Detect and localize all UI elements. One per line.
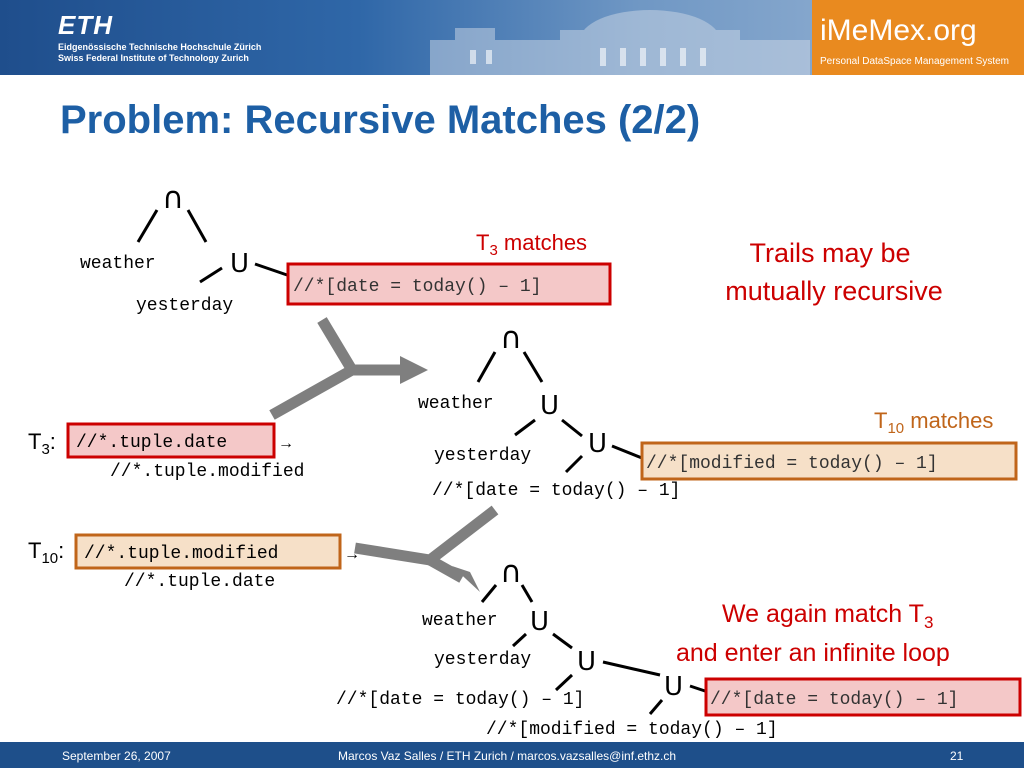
tree2-edge-left: [476, 351, 497, 383]
tree1-intersect-node: ∩: [162, 181, 184, 216]
note-mutually-recursive-line2: mutually recursive: [725, 276, 943, 306]
trail-t10: T10: //*.tuple.modified → //*.tuple.date: [28, 533, 360, 592]
tree3-intersect-node: ∩: [500, 555, 522, 590]
tree2-edge-right: [522, 351, 544, 383]
arrow-head-upper: [400, 356, 428, 384]
footer-bar: September 26, 2007 Marcos Vaz Salles / E…: [0, 742, 1024, 768]
tree3-match-expr: //*[date = today() – 1]: [710, 690, 958, 710]
footer-author: Marcos Vaz Salles / ETH Zurich / marcos.…: [338, 749, 677, 763]
trail-t3-box: [66, 422, 276, 459]
tree2-edge-b-left: [564, 454, 584, 474]
note-infinite-loop-line2: and enter an infinite loop: [676, 639, 950, 667]
trail-t3: T3: //*.tuple.date → //*.tuple.modified: [28, 422, 304, 482]
tree-2: ∩ weather U U yesterday //*[date = today…: [418, 321, 1018, 501]
brand-tagline: Personal DataSpace Management System: [820, 56, 1009, 67]
tree2-match-label: T10 matches: [874, 408, 993, 437]
tree2-union-node-a: U: [540, 391, 559, 421]
trail-t3-arrow: →: [278, 435, 294, 452]
arrow-head-lower: [452, 566, 480, 592]
brand-box: [812, 0, 1024, 75]
tree3-lower-expr: //*[date = today() – 1]: [336, 690, 584, 710]
trail-t3-left: //*.tuple.date: [76, 433, 227, 453]
tree1-edge-right: [186, 209, 208, 243]
tree2-match-box: [640, 441, 1018, 481]
trail-t3-name: T3:: [28, 429, 56, 458]
tree2-edge-b-right: [611, 444, 643, 460]
tree3-edge-left: [480, 584, 498, 603]
tree1-edge-union-right: [254, 262, 291, 278]
trail-t10-arrow: →: [344, 546, 360, 563]
tree2-union-node-b: U: [588, 429, 607, 459]
tree2-yesterday-label: yesterday: [434, 446, 531, 466]
brand-title: iMeMex.org: [820, 14, 977, 47]
tree3-union-node-c: U: [664, 672, 683, 702]
arrow-connector-lower: [354, 505, 499, 566]
tree3-edge-b-right: [602, 660, 661, 677]
tree2-intersect-node: ∩: [500, 321, 522, 356]
slide-title: Problem: Recursive Matches (2/2): [60, 98, 701, 142]
tree3-yesterday-label: yesterday: [434, 650, 531, 670]
note-infinite-loop-line1: We again match T3: [722, 600, 933, 632]
trail-t10-left: //*.tuple.modified: [84, 544, 278, 564]
tree2-match-expr: //*[modified = today() – 1]: [646, 454, 938, 474]
arrow-shaft-lower: [427, 555, 465, 583]
tree2-lower-expr: //*[date = today() – 1]: [432, 481, 680, 501]
tree3-edge-a-right: [552, 632, 573, 650]
arrow-connector-upper: [269, 317, 360, 420]
eth-name-german: Eidgenössische Technische Hochschule Zür…: [58, 42, 262, 52]
tree3-edge-c-left: [648, 699, 664, 715]
tree1-match-expr: //*[date = today() – 1]: [293, 277, 541, 297]
tree1-match-box: [286, 262, 612, 306]
footer-page-number: 21: [950, 749, 964, 763]
tree3-union-node-a: U: [530, 607, 549, 637]
tree3-lowest-expr: //*[modified = today() – 1]: [486, 720, 778, 740]
trail-t3-right: //*.tuple.modified: [110, 462, 304, 482]
tree3-union-node-b: U: [577, 647, 596, 677]
tree3-weather-label: weather: [422, 611, 498, 631]
trail-t10-right: //*.tuple.date: [124, 572, 275, 592]
footer-date: September 26, 2007: [62, 749, 171, 763]
tree3-edge-right: [520, 584, 534, 603]
recursion-diagram: ∩ weather U yesterday //*[date = today()…: [28, 181, 1022, 740]
note-mutually-recursive-line1: Trails may be: [749, 238, 910, 268]
trail-t10-name: T10:: [28, 538, 64, 567]
eth-logo: ETH: [58, 10, 113, 40]
tree1-match-label: T3 matches: [476, 230, 587, 259]
tree1-union-node: U: [230, 249, 249, 279]
tree1-yesterday-label: yesterday: [136, 296, 233, 316]
building-silhouette: [430, 10, 810, 75]
tree-1: ∩ weather U yesterday //*[date = today()…: [80, 181, 612, 316]
flow-arrows: [269, 317, 499, 592]
tree1-edge-left: [136, 209, 159, 243]
tree3-edge-b-left: [554, 673, 574, 692]
trail-t10-box: [74, 533, 342, 570]
eth-name-english: Swiss Federal Institute of Technology Zu…: [58, 53, 249, 63]
tree1-weather-label: weather: [80, 254, 156, 274]
tree-3: ∩ weather U U U yesterday //*[date = tod…: [336, 555, 1022, 740]
tree3-match-box: [704, 677, 1022, 717]
tree1-edge-union-left: [199, 266, 223, 284]
tree2-edge-a-right: [561, 418, 583, 438]
tree2-edge-a-left: [514, 418, 536, 437]
tree3-edge-a-left: [511, 632, 528, 648]
tree2-weather-label: weather: [418, 394, 494, 414]
